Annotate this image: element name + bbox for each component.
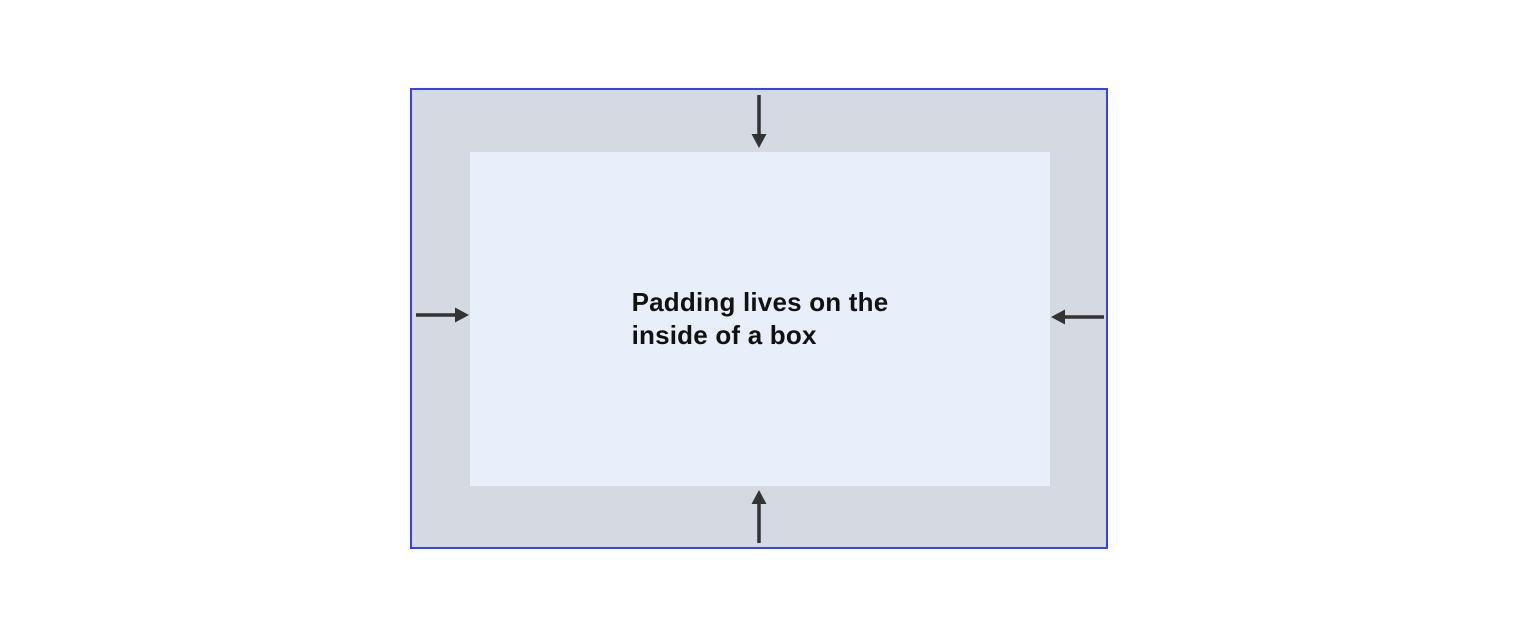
arrow-left-icon [1051, 309, 1104, 325]
arrow-down-icon [751, 95, 767, 148]
diagram-label: Padding lives on the inside of a box [632, 286, 889, 352]
arrow-right-icon [416, 307, 469, 323]
arrow-up-icon [751, 490, 767, 543]
content-area: Padding lives on the inside of a box [470, 152, 1050, 486]
diagram-label-line-2: inside of a box [631, 320, 817, 350]
diagram-label-line-1: Padding lives on the [631, 287, 889, 317]
